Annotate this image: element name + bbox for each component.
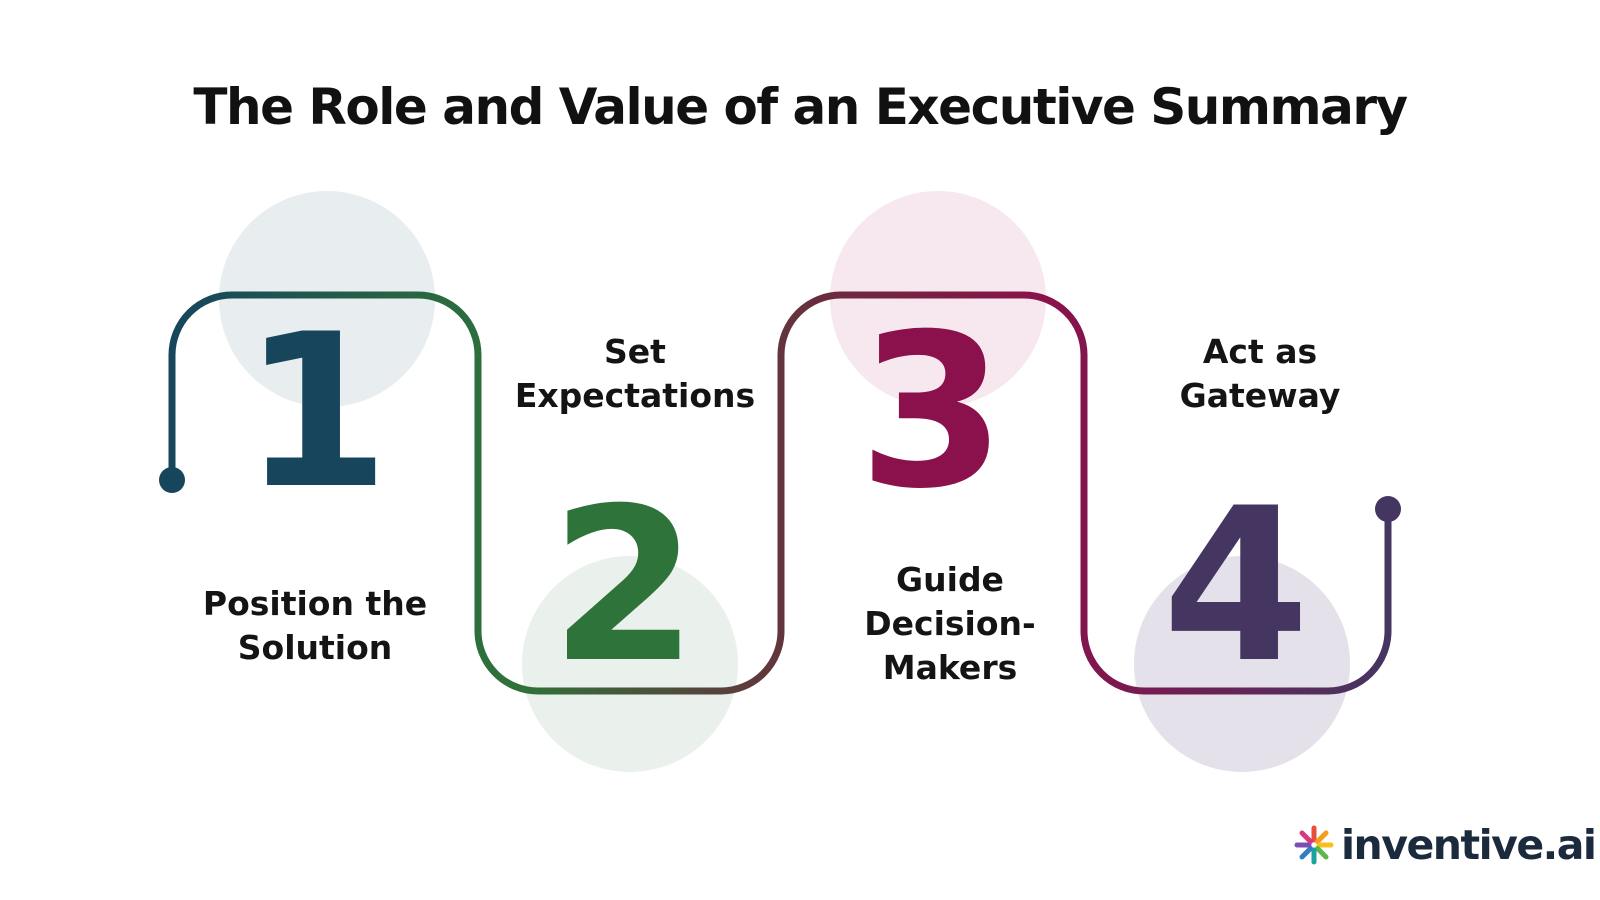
pinwheel-logo-icon: [1294, 825, 1334, 865]
path-start-dot: [159, 467, 185, 493]
logo-wordmark: inventive.ai: [1341, 821, 1597, 869]
step-3-label: Guide Decision- Makers: [864, 560, 1036, 687]
connector-path: [168, 291, 1392, 695]
page-title: The Role and Value of an Executive Summa…: [193, 78, 1408, 136]
path-end-dot: [1375, 496, 1401, 522]
step-4-label: Act as Gateway: [1179, 332, 1341, 415]
step-1-label: Position the Solution: [202, 584, 428, 667]
step-2-number: 2: [550, 462, 698, 709]
brand-logo: inventive.ai: [1293, 820, 1597, 870]
step-4-background-circle: [1134, 556, 1350, 772]
step-4-number: 4: [1162, 462, 1310, 709]
step-2-label: Set Expectations: [514, 332, 756, 415]
step-1-number: 1: [242, 288, 390, 535]
step-1-background-circle: [219, 191, 435, 407]
step-2-background-circle: [522, 556, 738, 772]
step-3-number: 3: [858, 288, 1006, 535]
step-3-background-circle: [830, 191, 1046, 407]
